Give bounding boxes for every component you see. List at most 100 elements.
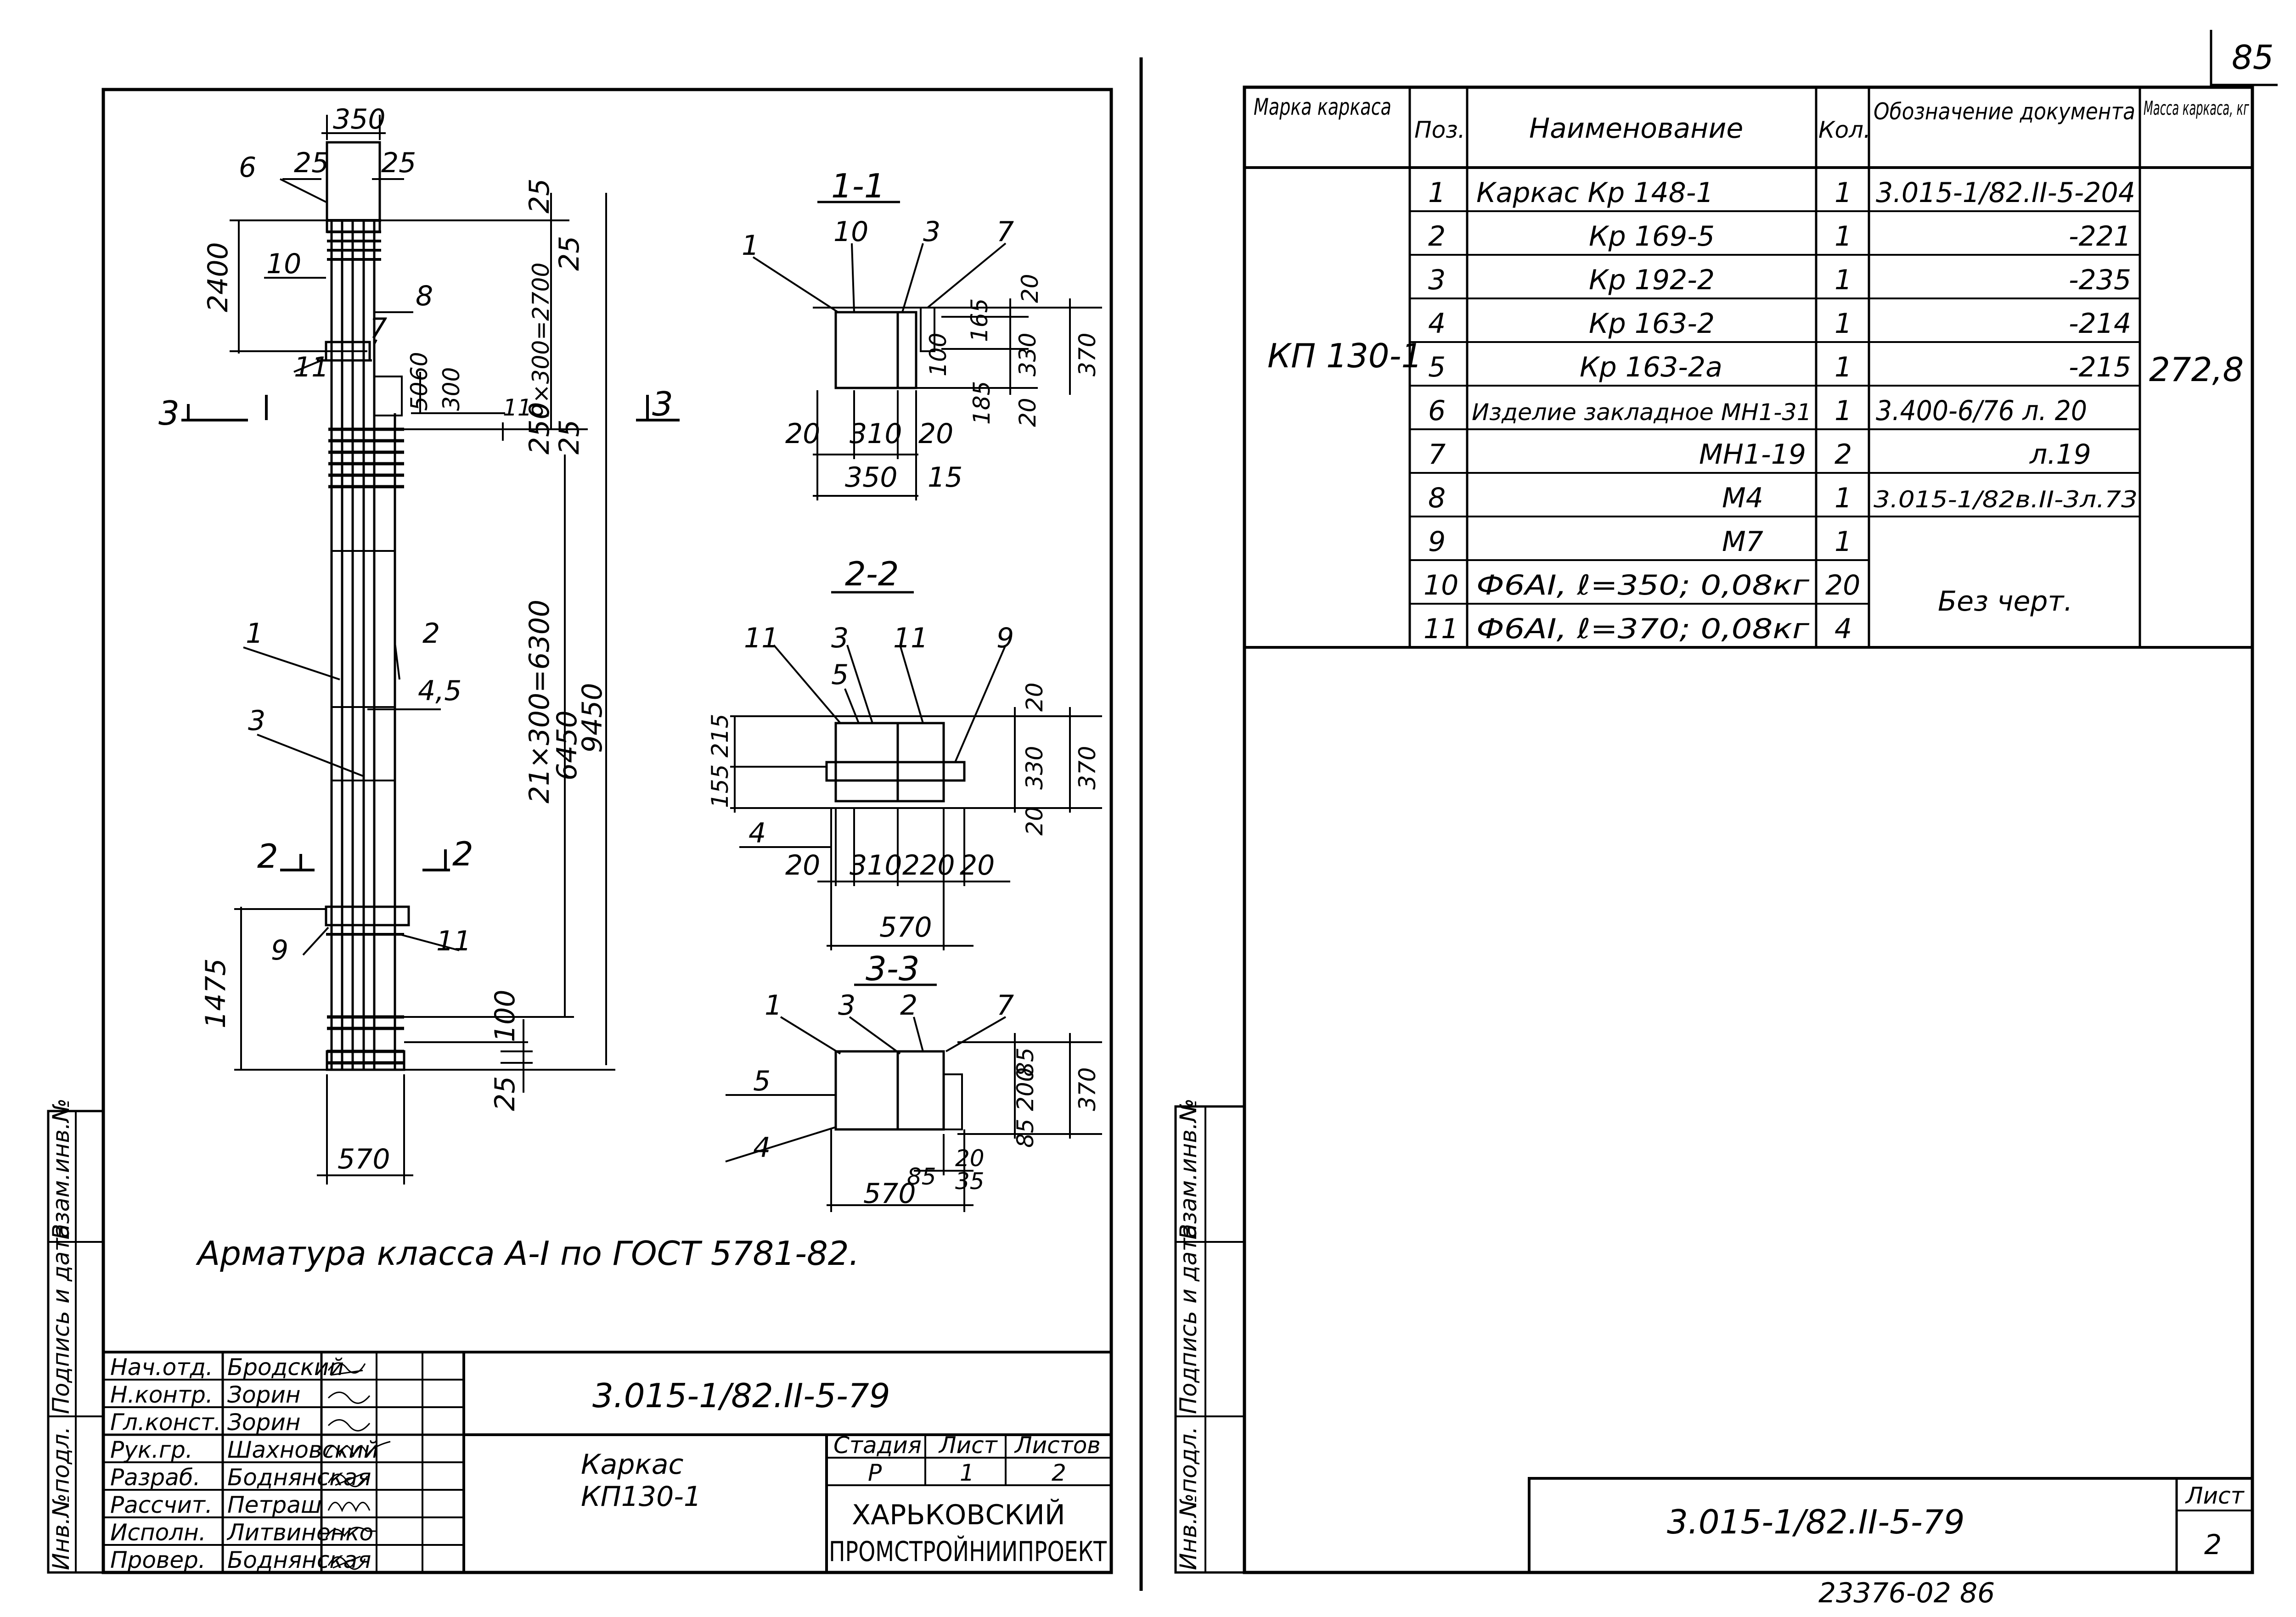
s11-callout-1: 1	[742, 230, 759, 262]
spec-row-3-doc: -235	[2069, 264, 2131, 296]
s11-callout-10: 10	[833, 216, 868, 248]
tb-sheet: 1	[960, 1460, 974, 1486]
spec-mark-value: КП 130-1	[1267, 337, 1422, 375]
s11-dim-20-top: 20	[1017, 274, 1043, 303]
s33-dim-85-top: 85	[1012, 1047, 1039, 1077]
section-mark-3-left: 3	[158, 394, 180, 432]
spec-row-7-pos: 7	[1428, 438, 1446, 471]
s33-dim-85-low: 85	[907, 1163, 936, 1190]
s33-dim-570: 570	[863, 1178, 916, 1210]
spec-row-2-name: Кр 169-5	[1589, 220, 1715, 253]
spec-row-7-name: МН1-19	[1699, 438, 1806, 471]
callout-1: 1	[246, 618, 263, 650]
s11-dim-370: 370	[1074, 333, 1101, 376]
section-2-2-title: 2-2	[845, 555, 899, 593]
right-side-stamp: Инв.№подл. Подпись и дата Взам.инв.№	[1174, 1098, 1246, 1574]
spec-row-6-name: Изделие закладное МН1-31	[1472, 399, 1812, 426]
s22-callout-11-left: 11	[744, 622, 779, 654]
spec-header-name: Наименование	[1529, 112, 1743, 145]
s11-dim-20-left: 20	[785, 418, 820, 450]
s11-dim-20-right: 20	[918, 418, 953, 450]
spec-row-9-qty: 1	[1835, 526, 1852, 558]
dim-250: 250	[523, 402, 556, 455]
dim-100: 100	[489, 989, 521, 1042]
s33-callout-5: 5	[753, 1065, 771, 1097]
tb-role-5: Разраб.	[110, 1464, 200, 1491]
spec-row-5-pos: 5	[1428, 351, 1446, 383]
spec-row-8-name: М4	[1722, 482, 1763, 514]
left-sheet-frame	[101, 57, 1143, 1591]
spec-no-drawing: Без черт.	[1938, 585, 2073, 618]
right-bottom-stamp: 3.015-1/82.II-5-79 Лист 2	[1528, 1477, 2254, 1574]
side-label-vzam-inv: Взам.инв.№	[48, 1098, 74, 1240]
spec-row-7-doc: л.19	[2029, 438, 2091, 471]
r-side-label-podpis-data: Подпись и дата	[1175, 1224, 1202, 1414]
spec-row-4-name: Кр 163-2	[1589, 308, 1715, 340]
stamp-sheet-label: Лист	[2185, 1482, 2245, 1509]
tb-role-2: Н.контр.	[110, 1381, 213, 1408]
spec-row-10-pos: 10	[1424, 569, 1458, 601]
s33-callout-7: 7	[996, 989, 1014, 1022]
s22-callout-3: 3	[831, 622, 849, 654]
spec-header-pos: Поз.	[1414, 117, 1465, 143]
dim-25-left: 25	[294, 147, 329, 179]
s22-dim-20-left: 20	[785, 849, 820, 881]
s11-dim-185: 185	[968, 381, 995, 425]
elevation-labels: 350 25 25 2400 25 9×300=2700 25 250 50 6…	[158, 103, 673, 1175]
s11-dim-350: 350	[845, 461, 898, 494]
tb-role-1: Нач.отд.	[110, 1354, 213, 1381]
s33-callout-2: 2	[900, 989, 917, 1022]
s22-dim-570: 570	[879, 911, 932, 943]
tb-name-2: Зорин	[227, 1381, 301, 1408]
tb-sheet-header: Лист	[938, 1432, 998, 1459]
spec-row-8-doc: 3.015-1/82в.II-3л.73	[1874, 486, 2138, 513]
spec-row-5-qty: 1	[1835, 351, 1852, 383]
dim-570-bottom: 570	[338, 1143, 390, 1175]
tb-name-3: Зорин	[227, 1409, 301, 1436]
spec-row-5-doc: -215	[2069, 351, 2131, 383]
s11-dim-310: 310	[850, 418, 902, 450]
s22-callout-11-right: 11	[893, 622, 928, 654]
s33-dim-85-bottom: 85	[1012, 1118, 1039, 1148]
callout-9: 9	[271, 934, 288, 966]
spec-row-1-name: Каркас Кр 148-1	[1476, 177, 1714, 209]
side-label-inv-podl: Инв.№подл.	[48, 1426, 74, 1570]
dim-350-top: 350	[333, 103, 386, 135]
page-number-box: 85	[2210, 30, 2278, 86]
signatures	[325, 1362, 391, 1570]
page-number: 85	[2232, 38, 2274, 77]
dim-25-bottom: 25	[489, 1076, 521, 1111]
tb-name-6: Петраш	[227, 1492, 322, 1518]
dim-1475: 1475	[200, 958, 232, 1028]
r-side-label-vzam-inv: Взам.инв.№	[1175, 1098, 1202, 1240]
s22-dim-20-bottom: 20	[1021, 806, 1048, 836]
s33-dim-20: 20	[955, 1145, 985, 1172]
tb-stage: Р	[868, 1460, 882, 1486]
spec-row-3-name: Кр 192-2	[1589, 264, 1715, 296]
spec-row-1-pos: 1	[1428, 177, 1446, 209]
tb-sheets: 2	[1052, 1460, 1066, 1486]
s22-dim-20-top: 20	[1021, 682, 1048, 712]
callout-6: 6	[239, 152, 256, 184]
section-3-3-title: 3-3	[866, 949, 920, 988]
dim-25-mid: 25	[553, 420, 585, 455]
spec-row-8-pos: 8	[1428, 482, 1446, 514]
tb-stage-header: Стадия	[833, 1432, 922, 1459]
spec-header-mark: Марка каркаса	[1254, 94, 1391, 120]
s11-callout-7: 7	[996, 216, 1014, 248]
spec-row-6-doc: 3.400-6/76 л. 20	[1876, 395, 2087, 427]
s11-dim-330: 330	[1014, 333, 1041, 376]
tb-role-3: Гл.конст.	[110, 1409, 221, 1436]
section-1-1-title: 1-1	[831, 167, 885, 205]
s22-dim-155: 155	[707, 764, 733, 808]
dim-4-5: 4,5	[418, 675, 461, 707]
spec-header-qty: Кол.	[1818, 117, 1871, 143]
s33-dim-35: 35	[955, 1168, 985, 1195]
spec-row-11-pos: 11	[1424, 613, 1458, 645]
spec-row-2-pos: 2	[1428, 220, 1446, 253]
s11-dim-15: 15	[928, 461, 962, 494]
dim-9x300: 9×300=2700	[528, 263, 554, 418]
dim-6450: 6450	[551, 710, 583, 780]
archive-number: 23376-02 86	[1818, 1577, 1995, 1609]
section-1-1: 1-1 1 10 3 7 20 165 330 370 100 185 20 2…	[742, 167, 1102, 500]
